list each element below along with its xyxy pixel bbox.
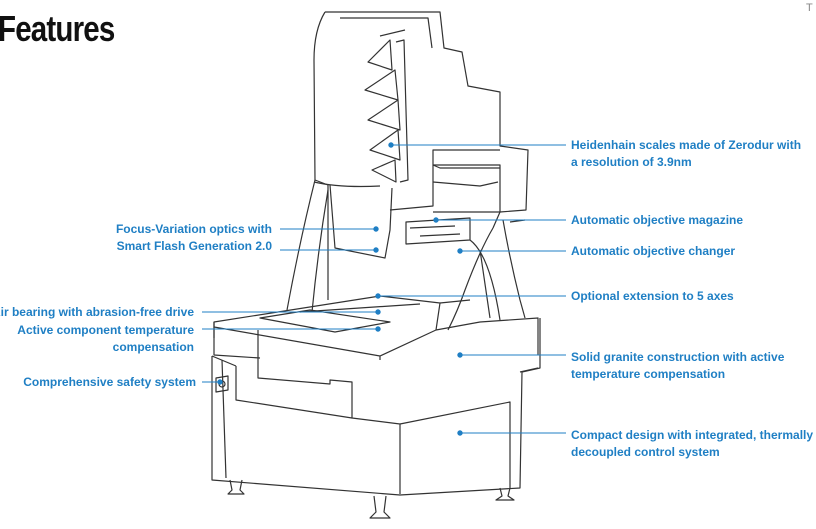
- safety-switch: [215, 375, 229, 393]
- label-compact: Compact design with integrated, thermall…: [571, 427, 813, 461]
- label-active-component-line1: Active component temperature: [17, 323, 194, 337]
- label-active-component: Active component temperature compensatio…: [17, 322, 194, 356]
- column: [325, 11, 529, 229]
- corner-mark: T: [806, 2, 813, 14]
- label-compact-line2: decoupled control system: [571, 445, 720, 459]
- label-heidenhain-line2: a resolution of 3.9nm: [571, 155, 692, 169]
- label-granite-line1: Solid granite construction with active: [571, 350, 785, 364]
- label-granite-line2: temperature compensation: [571, 367, 726, 381]
- label-air-bearing: Air bearing with abrasion-free drive: [0, 305, 194, 319]
- foot-left: [227, 479, 245, 495]
- label-heidenhain: Heidenhain scales made of Zerodur with a…: [571, 137, 801, 171]
- label-optional-extension: Optional extension to 5 axes: [571, 289, 734, 303]
- label-active-component-line2: compensation: [112, 340, 194, 354]
- page-title: Features: [0, 8, 115, 49]
- label-safety: Comprehensive safety system: [23, 375, 196, 389]
- label-focus-variation-line2: Smart Flash Generation 2.0: [116, 239, 272, 253]
- label-focus-variation-line1: Focus-Variation optics with: [115, 222, 272, 236]
- foot-right: [495, 487, 515, 501]
- foot-center: [369, 495, 391, 519]
- label-objective-changer: Automatic objective changer: [571, 244, 736, 258]
- label-compact-line1: Compact design with integrated, thermall…: [571, 428, 814, 442]
- label-heidenhain-line1: Heidenhain scales made of Zerodur with: [571, 138, 802, 152]
- granite-base: [211, 318, 541, 496]
- optics-housing: [329, 184, 393, 259]
- label-focus-variation: Focus-Variation optics with Smart Flash …: [116, 221, 272, 255]
- label-objective-magazine: Automatic objective magazine: [571, 213, 744, 227]
- label-granite: Solid granite construction with active t…: [571, 349, 784, 383]
